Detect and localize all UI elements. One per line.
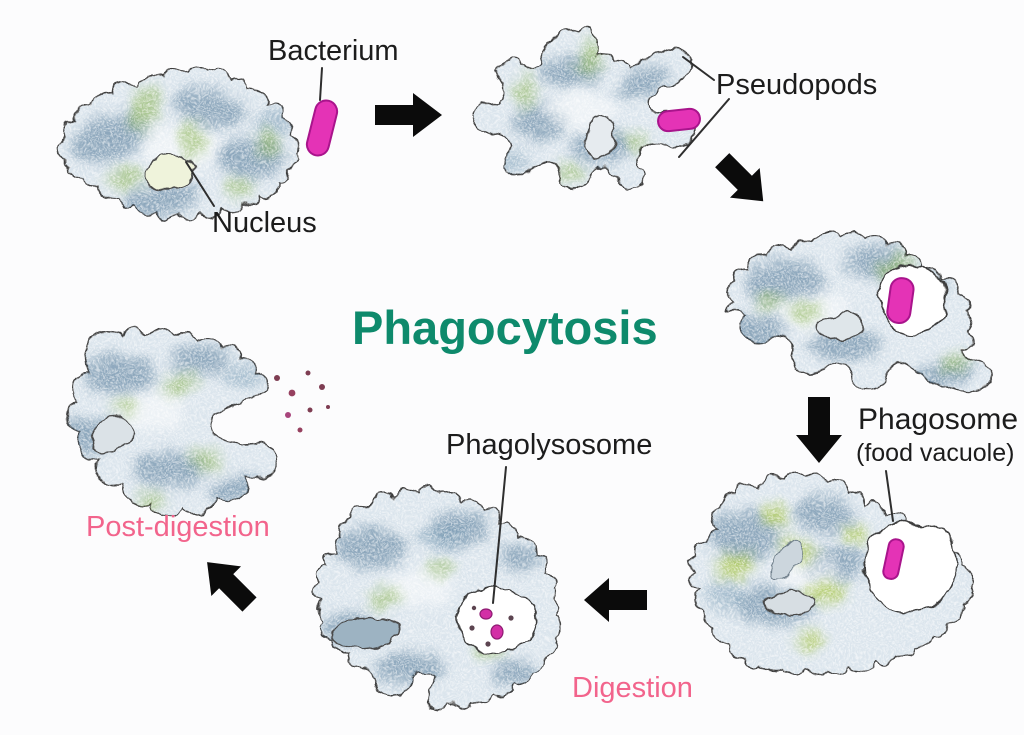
food-vacuole-shape (863, 521, 958, 613)
arrow-down-icon (796, 397, 842, 463)
phagolysosome-vacuole-shape (455, 586, 537, 653)
cytoplasm-texture (65, 327, 276, 517)
amoeba-stage-2-pseudopods (470, 28, 701, 190)
amoeba-stage-3-engulfing (723, 229, 994, 394)
nucleus-shape (330, 616, 400, 648)
food-vacuole-sublabel: (food vacuole) (856, 439, 1015, 467)
phagosome-label: Phagosome (858, 403, 1019, 436)
nucleus-shape (764, 590, 816, 616)
digestion-label: Digestion (572, 672, 693, 704)
cytoplasm-texture (724, 230, 993, 393)
bacterium-icon (305, 99, 339, 157)
bacterium-icon (882, 538, 905, 580)
inclusion-shape (769, 538, 803, 582)
nucleus-label: Nucleus (212, 207, 317, 239)
amoeba-stage-1-initial (57, 63, 339, 221)
pseudopods-label: Pseudopods (716, 69, 878, 101)
arrow-down-right-icon (715, 153, 764, 202)
phagolysosome-label: Phagolysosome (446, 429, 653, 461)
phagocytosis-title: Phagocytosis (352, 301, 658, 354)
bacterium-icon (657, 107, 701, 133)
arrow-up-left-icon (207, 562, 257, 612)
post-digestion-label: Post-digestion (86, 511, 270, 543)
expelled-debris (274, 370, 330, 433)
nucleus-shape (89, 417, 135, 455)
nucleus-shape (584, 115, 616, 161)
amoeba-stage-6-post-digestion (64, 326, 330, 517)
bacterium-icon (886, 277, 915, 325)
amoeba-stage-4-phagosome (688, 470, 974, 676)
arrow-left-icon (584, 578, 647, 622)
arrow-right-icon (375, 93, 442, 137)
bacterium-label: Bacterium (268, 35, 399, 67)
nucleus-shape (818, 310, 866, 342)
bacterium-fragments (469, 605, 514, 647)
